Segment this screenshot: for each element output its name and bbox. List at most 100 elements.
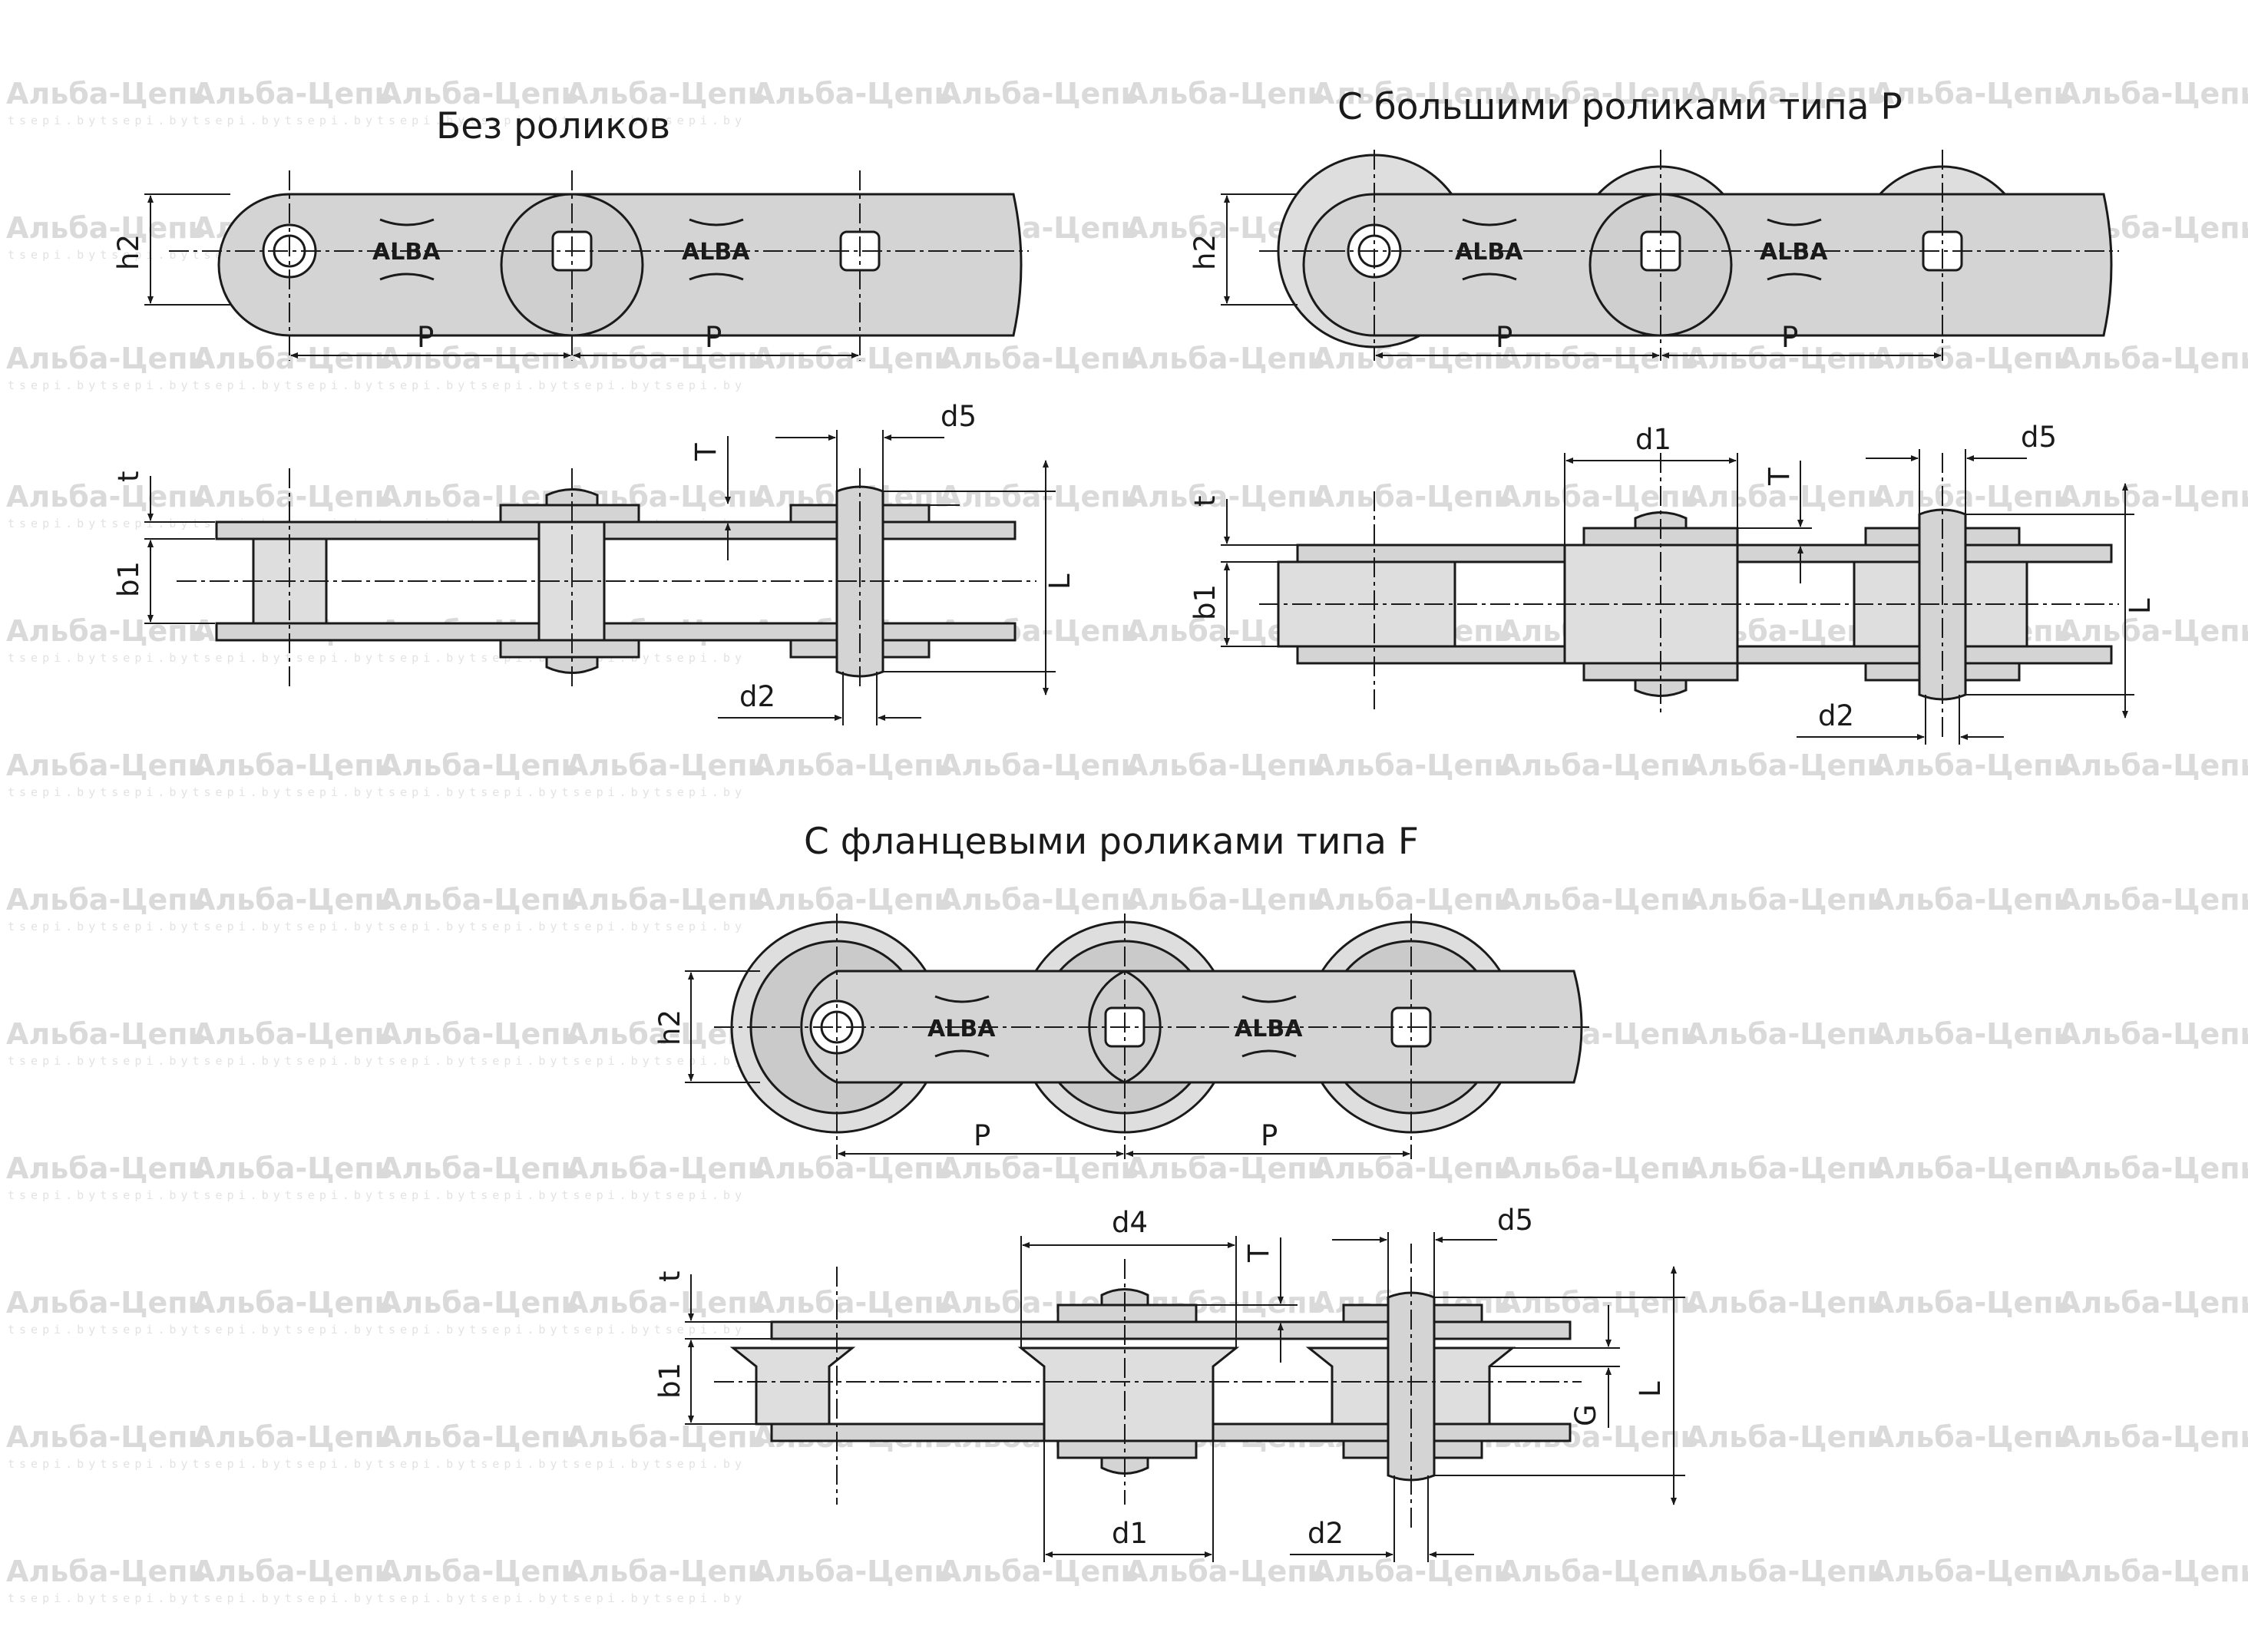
watermark-brand: Альба-Цепь <box>566 1555 766 1588</box>
watermark-brand: Альба-Цепь <box>1499 748 1699 782</box>
watermark-brand: Альба-Цепь <box>566 77 766 111</box>
watermark-brand: Альба-Цепь <box>379 883 580 917</box>
watermark-brand: Альба-Цепь <box>1685 883 1886 917</box>
watermark-brand: Альба-Цепь <box>752 1151 953 1185</box>
watermark-brand: Альба-Цепь <box>566 1151 766 1185</box>
watermark-brand: Альба-Цепь <box>2058 614 2248 648</box>
big-rollers-title: С большими роликами типа P <box>1337 86 1903 128</box>
watermark-brand: Альба-Цепь <box>752 883 953 917</box>
watermark-brand: Альба-Цепь <box>2245 614 2248 648</box>
watermark-brand: Альба-Цепь <box>1872 748 2072 782</box>
watermark-brand: Альба-Цепь <box>379 1420 580 1454</box>
watermark-brand: Альба-Цепь <box>2058 748 2248 782</box>
watermark-brand: Альба-Цепь <box>1126 748 1326 782</box>
big-rollers-d2-label: d2 <box>1818 699 1854 732</box>
watermark-brand: Альба-Цепь <box>6 77 207 111</box>
watermark-brand: Альба-Цепь <box>2058 77 2248 111</box>
watermark-brand: Альба-Цепь <box>752 77 953 111</box>
no-rollers-p-label-1: P <box>417 321 434 354</box>
watermark-brand: Альба-Цепь <box>566 883 766 917</box>
watermark-brand: Альба-Цепь <box>566 342 766 375</box>
watermark-brand: Альба-Цепь <box>1312 883 1512 917</box>
watermark-brand: Альба-Цепь <box>6 1286 207 1320</box>
big-rollers-p-label-2: P <box>1781 321 1798 354</box>
watermark-brand: Альба-Цепь <box>1685 1286 1886 1320</box>
watermark-brand: Альба-Цепь <box>1312 480 1512 514</box>
watermark-brand: Альба-Цепь <box>566 1286 766 1320</box>
watermark-brand: Альба-Цепь <box>1312 1151 1512 1185</box>
watermark-brand: Альба-Цепь <box>1685 480 1886 514</box>
watermark-brand: Альба-Цепь <box>1685 1555 1886 1588</box>
watermark-brand: Альба-Цепь <box>1685 77 1886 111</box>
watermark-brand: Альба-Цепь <box>2245 211 2248 245</box>
flange-rollers-logo-2: ALBA <box>1235 1016 1303 1042</box>
watermark-brand: Альба-Цепь <box>939 1555 1139 1588</box>
no-rollers-b1-label: b1 <box>112 561 145 597</box>
watermark-brand: Альба-Цепь <box>6 883 207 917</box>
watermark-brand: Альба-Цепь <box>1499 342 1699 375</box>
watermark-brand: Альба-Цепь <box>752 1555 953 1588</box>
big-rollers-L-label: L <box>2124 598 2157 614</box>
watermark-brand: Альба-Цепь <box>2058 1420 2248 1454</box>
flange-rollers-d2-label: d2 <box>1307 1517 1344 1550</box>
big-rollers-logo-2: ALBA <box>1760 239 1828 266</box>
watermark-brand: Альба-Цепь <box>1872 883 2072 917</box>
flange-rollers-b1-label: b1 <box>653 1363 686 1399</box>
watermark-brand: Альба-Цепь <box>1126 1555 1326 1588</box>
watermark-brand: Альба-Цепь <box>2058 883 2248 917</box>
watermark-brand: Альба-Цепь <box>2245 883 2248 917</box>
no-rollers-T-label: T <box>689 443 722 461</box>
no-rollers-side-view: t b1 T L d5 d2 <box>112 400 1076 725</box>
watermark-brand: Альба-Цепь <box>379 748 580 782</box>
flange-rollers-h2-label: h2 <box>653 1009 686 1046</box>
watermark-brand: Альба-Цепь <box>2245 1151 2248 1185</box>
watermark-brand: Альба-Цепь <box>1312 748 1512 782</box>
watermark-site: tsepi.bytsepi.bytsepi.bytsepi.bytsepi.by… <box>8 1591 746 1605</box>
flange-rollers-d5-label: d5 <box>1497 1204 1533 1237</box>
flange-rollers-title: С фланцевыми роликами типа F <box>804 821 1419 863</box>
watermark-brand: Альба-Цепь <box>2058 1555 2248 1588</box>
watermark-brand: Альба-Цепь <box>193 480 393 514</box>
watermark-brand: Альба-Цепь <box>566 1420 766 1454</box>
flange-rollers-d1-label: d1 <box>1112 1517 1148 1550</box>
watermark-brand: Альба-Цепь <box>1872 1017 2072 1051</box>
watermark-site: tsepi.bytsepi.bytsepi.bytsepi.bytsepi.by… <box>8 785 746 799</box>
no-rollers-h2-label: h2 <box>112 234 145 270</box>
flange-rollers-t-label: t <box>653 1270 686 1282</box>
no-rollers-d5-label: d5 <box>941 400 977 433</box>
watermark-brand: Альба-Цепь <box>1685 342 1886 375</box>
watermark-brand: Альба-Цепь <box>1312 77 1512 111</box>
watermark-brand: Альба-Цепь <box>2245 1555 2248 1588</box>
watermark-brand: Альба-Цепь <box>1872 1555 2072 1588</box>
watermark-brand: Альба-Цепь <box>379 342 580 375</box>
watermark-brand: Альба-Цепь <box>939 748 1139 782</box>
no-rollers-title: Без роликов <box>436 105 670 147</box>
watermark-brand: Альба-Цепь <box>1126 480 1326 514</box>
watermark-brand: Альба-Цепь <box>1685 1017 1886 1051</box>
watermark-brand: Альба-Цепь <box>1499 1555 1699 1588</box>
watermark-brand: Альба-Цепь <box>6 1151 207 1185</box>
watermark-brand: Альба-Цепь <box>939 342 1139 375</box>
big-rollers-section: С большими роликами типа P ALBA ALBA h2 … <box>1188 86 2119 361</box>
watermark-brand: Альба-Цепь <box>1872 77 2072 111</box>
no-rollers-d2-label: d2 <box>739 680 775 713</box>
watermark-brand: Альба-Цепь <box>1499 1286 1699 1320</box>
watermark-brand: Альба-Цепь <box>1872 342 2072 375</box>
no-rollers-L-label: L <box>1043 573 1076 590</box>
watermark-brand: Альба-Цепь <box>939 77 1139 111</box>
watermark-brand: Альба-Цепь <box>2245 77 2248 111</box>
watermark-brand: Альба-Цепь <box>6 211 207 245</box>
watermark-brand: Альба-Цепь <box>379 1017 580 1051</box>
watermark-brand: Альба-Цепь <box>2058 1286 2248 1320</box>
watermark-brand: Альба-Цепь <box>1685 748 1886 782</box>
watermark-brand: Альба-Цепь <box>2245 342 2248 375</box>
watermark-brand: Альба-Цепь <box>1499 480 1699 514</box>
watermark-brand: Альба-Цепь <box>566 748 766 782</box>
big-rollers-d1-label: d1 <box>1635 423 1671 456</box>
watermark-brand: Альба-Цепь <box>939 480 1139 514</box>
watermark-site: tsepi.bytsepi.bytsepi.bytsepi.bytsepi.by… <box>8 114 746 127</box>
flange-rollers-T-label: T <box>1242 1244 1275 1263</box>
watermark-brand: Альба-Цепь <box>2245 748 2248 782</box>
watermark-brand: Альба-Цепь <box>1685 1420 1886 1454</box>
